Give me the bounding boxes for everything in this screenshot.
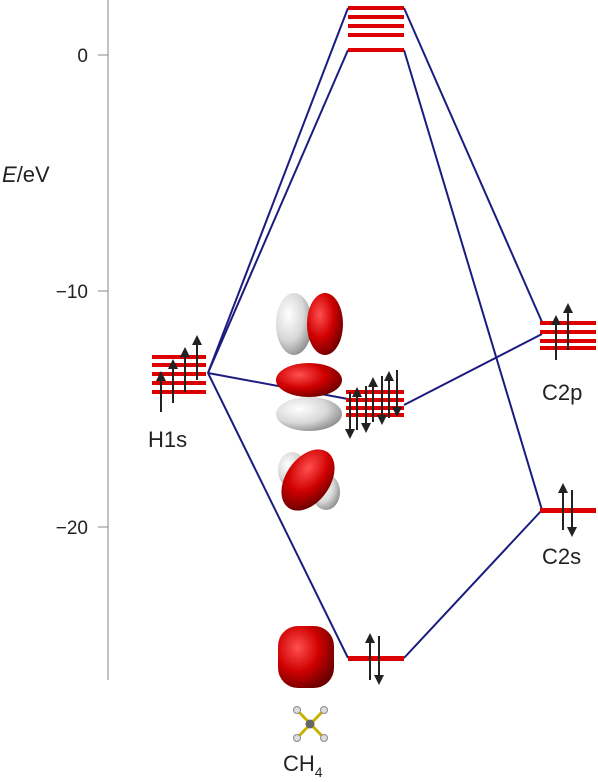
a1-bonding-level	[348, 656, 404, 661]
correlation-lines	[207, 7, 543, 659]
py-lobe-red	[281, 449, 335, 511]
antibonding-level-4	[348, 33, 404, 37]
orbital-px	[276, 293, 343, 355]
c2s-level	[540, 508, 596, 513]
axis-label-symbol: E	[2, 162, 17, 187]
h1s-level-1	[152, 355, 206, 359]
molecule-label: CH4	[283, 751, 323, 780]
h1s-level-3	[152, 372, 206, 376]
h1s-level-2	[152, 363, 206, 367]
h1s-electrons	[156, 335, 202, 412]
antibonding-level-3	[348, 24, 404, 28]
line-c2p-antibond	[403, 7, 543, 323]
tick-label-0: 0	[77, 46, 88, 67]
tick-minus-10: −10	[56, 282, 108, 303]
antibonding-level-1	[348, 6, 404, 10]
h1s-level-4	[152, 381, 206, 385]
c2p-label: C2p	[542, 380, 582, 405]
s-orbital-blob	[278, 626, 334, 688]
line-c2s-antibond	[403, 49, 543, 511]
orbital-pz	[276, 363, 342, 431]
px-lobe-white	[276, 293, 312, 355]
c2s-electrons	[558, 483, 577, 537]
antibonding-levels	[348, 6, 404, 52]
line-h1s-antibond-low	[207, 49, 349, 374]
h1s-level-5	[152, 390, 206, 394]
line-c2s-a1	[403, 509, 543, 659]
molecule-label-sub: 4	[315, 764, 323, 780]
pz-lobe-white	[276, 397, 342, 431]
tick-minus-20: −20	[56, 518, 108, 539]
antibonding-level-5	[348, 48, 404, 52]
h1s-label: H1s	[148, 427, 187, 452]
ch4-molecule-icon	[293, 706, 328, 742]
t2-level-3	[346, 406, 404, 410]
tick-label-minus-20: −20	[56, 518, 88, 539]
molecule-label-main: CH	[283, 751, 315, 776]
tick-0: 0	[77, 46, 108, 67]
h1s-levels	[152, 355, 206, 394]
a1-electrons	[365, 633, 384, 685]
antibonding-level-2	[348, 15, 404, 19]
t2-electrons	[345, 370, 402, 439]
t2-level-4	[346, 413, 404, 417]
orbital-py	[278, 449, 340, 511]
orbital-s	[278, 626, 334, 688]
px-lobe-red	[307, 293, 343, 355]
t2-bonding-levels	[346, 390, 404, 417]
c2p-electrons	[551, 303, 573, 360]
tick-label-minus-10: −10	[56, 282, 88, 303]
line-c2p-t2	[403, 333, 543, 406]
line-h1s-a1	[207, 372, 349, 659]
t2-level-1	[346, 390, 404, 394]
line-h1s-antibond-top	[207, 7, 349, 374]
c2s-label: C2s	[542, 544, 581, 569]
t2-level-2	[346, 398, 404, 402]
pz-lobe-red	[276, 363, 342, 397]
axis-label: E/eV	[2, 162, 50, 187]
axis-label-unit: /eV	[17, 162, 50, 187]
